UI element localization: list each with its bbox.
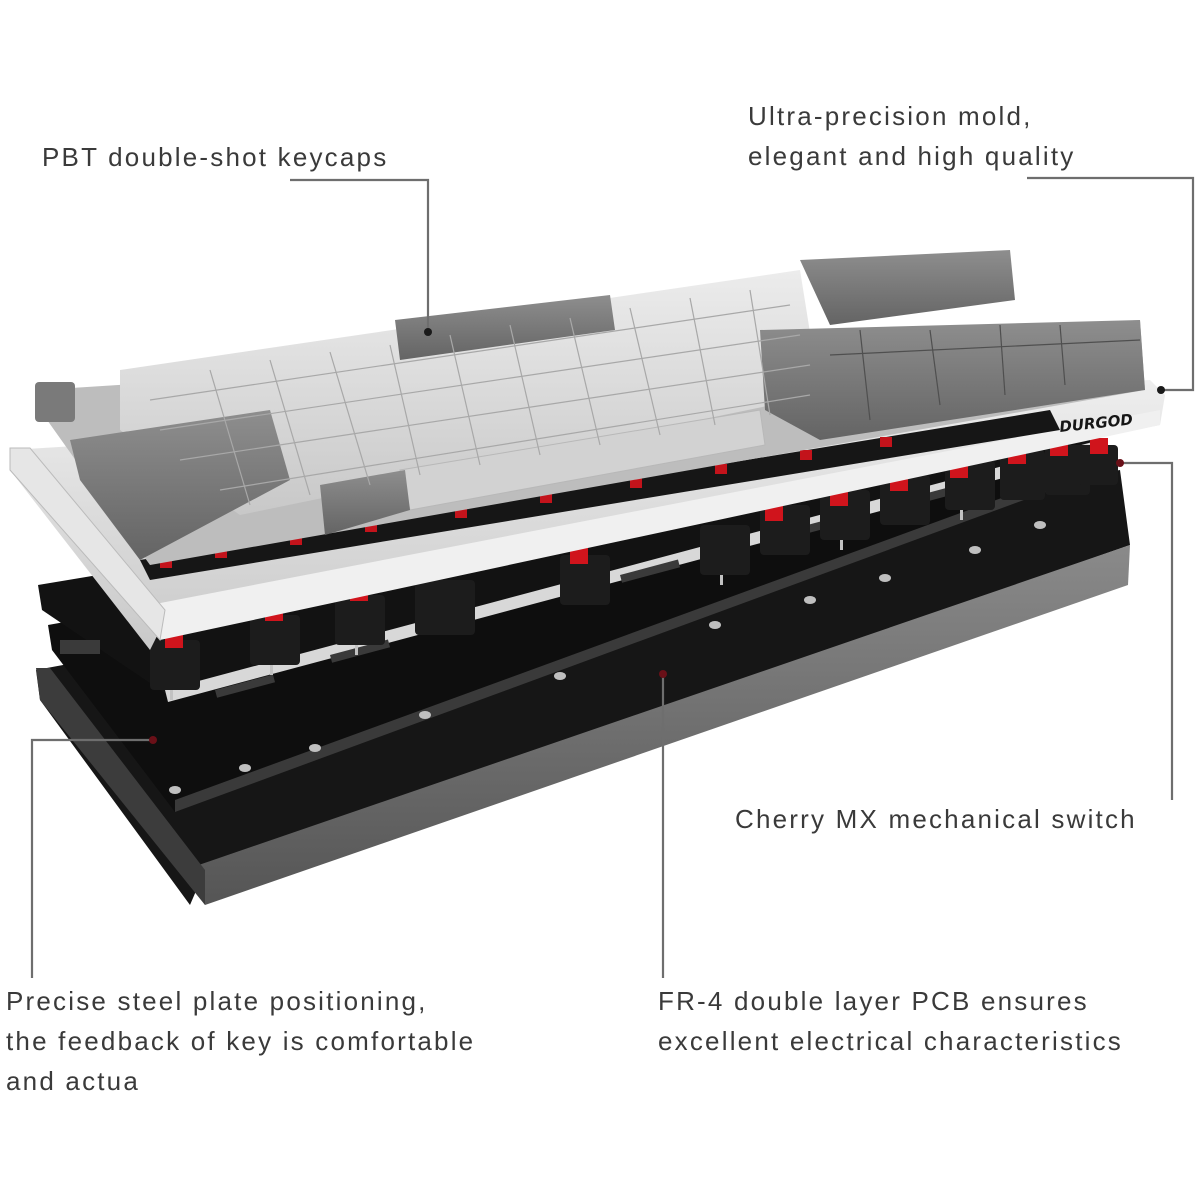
bottom-case xyxy=(36,470,1130,905)
callout-frame: Ultra-precision mold, elegant and high q… xyxy=(748,96,1075,176)
leader-switch xyxy=(1116,459,1174,800)
callout-plate: Precise steel plate positioning, the fee… xyxy=(6,981,475,1101)
switch-band xyxy=(140,410,1060,580)
callout-switch-line-1: Cherry MX mechanical switch xyxy=(735,804,1137,834)
callout-plate-line-1: Precise steel plate positioning, xyxy=(6,986,428,1016)
callout-pcb-line-2: excellent electrical characteristics xyxy=(658,1026,1124,1056)
callout-frame-line-2: elegant and high quality xyxy=(748,141,1076,171)
leader-pcb xyxy=(659,670,667,978)
callout-pcb: FR-4 double layer PCB ensures excellent … xyxy=(658,981,1123,1061)
callout-frame-line-1: Ultra-precision mold, xyxy=(748,101,1033,131)
leader-frame xyxy=(1027,176,1195,394)
switch-stems-upper xyxy=(160,437,892,568)
callout-keycaps: PBT double-shot keycaps xyxy=(42,137,388,177)
callout-pcb-line-1: FR-4 double layer PCB ensures xyxy=(658,986,1089,1016)
keycaps-layer xyxy=(35,250,1145,565)
callout-switch: Cherry MX mechanical switch xyxy=(735,799,1137,839)
switch-row xyxy=(150,438,1118,700)
leader-keycaps xyxy=(290,178,432,336)
callout-plate-line-2: the feedback of key is comfortable xyxy=(6,1026,476,1056)
callout-keycaps-line-1: PBT double-shot keycaps xyxy=(42,142,389,172)
leader-plate xyxy=(30,736,157,978)
callout-plate-line-3: and actua xyxy=(6,1066,141,1096)
